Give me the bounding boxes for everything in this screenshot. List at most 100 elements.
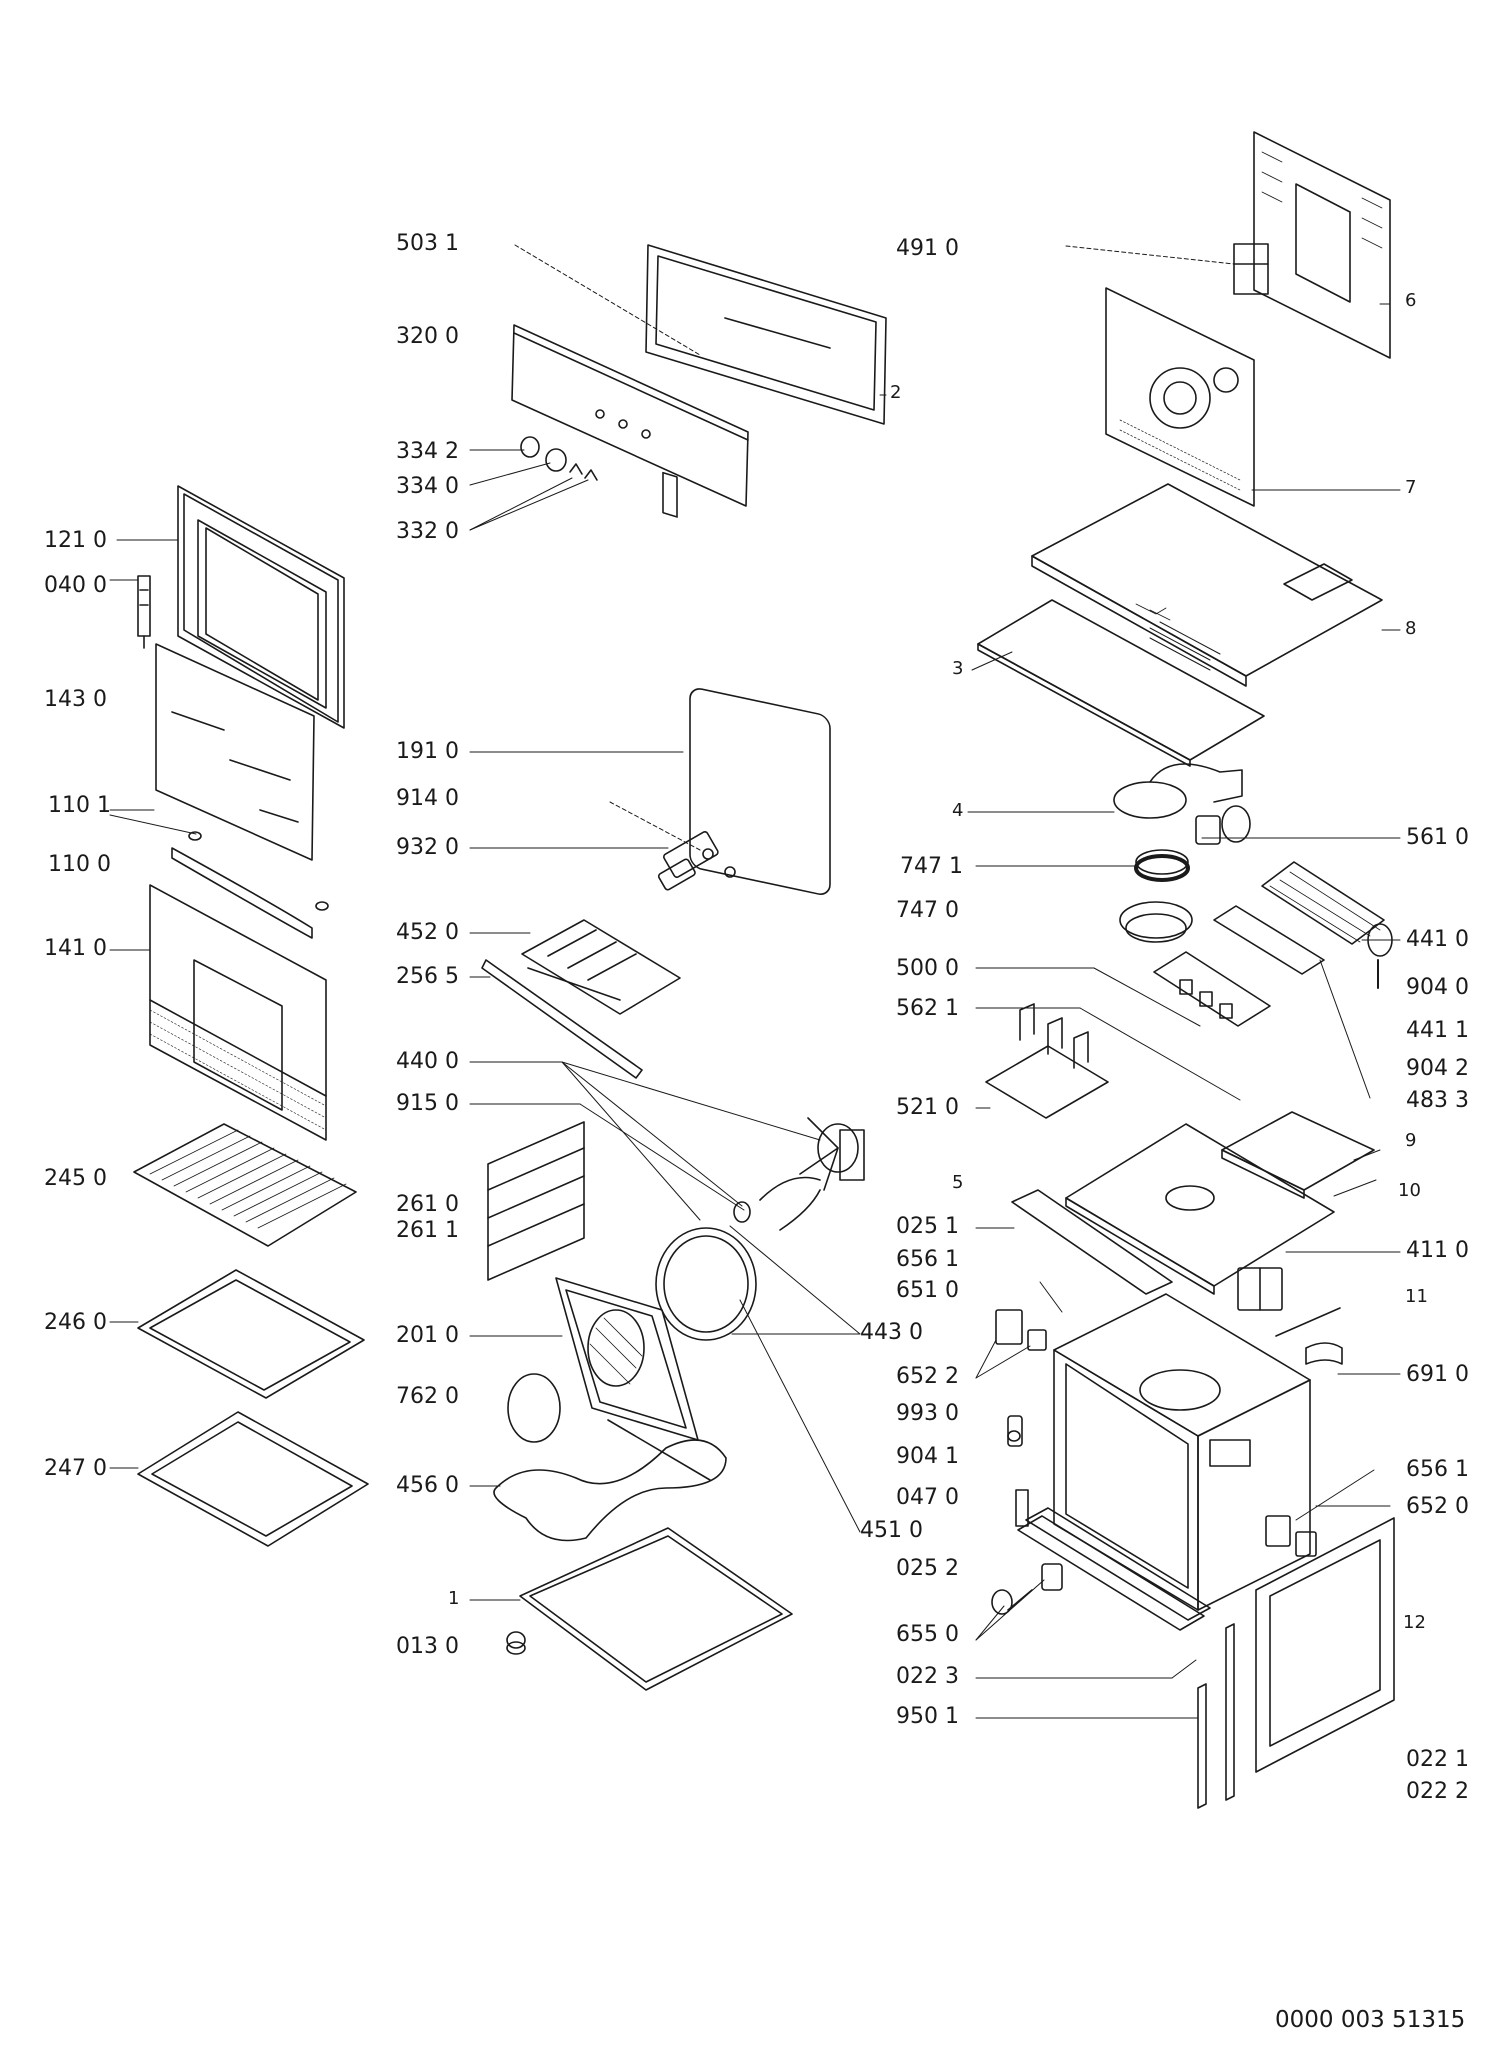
door-outer-panel xyxy=(149,884,327,1141)
label-5: 5 xyxy=(952,1172,964,1193)
label-10: 10 xyxy=(1398,1180,1421,1201)
label-491-0: 491 0 xyxy=(896,236,959,261)
door-hinge xyxy=(137,575,151,649)
label-904-0: 904 0 xyxy=(1406,975,1469,1000)
label-452-0: 452 0 xyxy=(396,920,459,945)
cavity-top-panel xyxy=(1065,1123,1335,1295)
leaders-left xyxy=(109,539,197,1469)
label-12: 12 xyxy=(1403,1612,1426,1633)
label-440-0: 440 0 xyxy=(396,1049,459,1074)
label-500-0: 500 0 xyxy=(896,956,959,981)
label-562-1: 562 1 xyxy=(896,996,959,1021)
label-950-1: 950 1 xyxy=(896,1704,959,1729)
terminal-block xyxy=(1233,243,1269,295)
document-number: 0000 003 51315 xyxy=(1275,2007,1466,2033)
leaders-center xyxy=(469,751,861,1601)
label-441-0: 441 0 xyxy=(1406,927,1469,952)
label-022-2: 022 2 xyxy=(1406,1779,1469,1804)
baking-tray xyxy=(137,1269,365,1399)
label-904-2: 904 2 xyxy=(1406,1056,1469,1081)
convection-fan xyxy=(733,1117,865,1231)
label-503-1: 503 1 xyxy=(396,231,459,256)
door-handle xyxy=(171,831,329,939)
label-652-2: 652 2 xyxy=(896,1364,959,1389)
label-914-0: 914 0 xyxy=(396,786,459,811)
label-040-0: 040 0 xyxy=(44,573,107,598)
label-320-0: 320 0 xyxy=(396,324,459,349)
fan-gasket-disc xyxy=(507,1373,561,1443)
door-inner-glass xyxy=(155,643,315,861)
label-904-1: 904 1 xyxy=(896,1444,959,1469)
label-483-3: 483 3 xyxy=(1406,1088,1469,1113)
label-022-3: 022 3 xyxy=(896,1664,959,1689)
rear-panel xyxy=(1253,131,1391,359)
oven-glass-panel xyxy=(689,688,831,895)
label-261-1: 261 1 xyxy=(396,1218,459,1243)
label-334-0: 334 0 xyxy=(396,474,459,499)
label-993-0: 993 0 xyxy=(896,1401,959,1426)
label-747-0: 747 0 xyxy=(896,898,959,923)
label-521-0: 521 0 xyxy=(896,1095,959,1120)
door-seal xyxy=(1255,1517,1395,1773)
label-655-0: 655 0 xyxy=(896,1622,959,1647)
label-334-2: 334 2 xyxy=(396,439,459,464)
label-8: 8 xyxy=(1405,618,1417,639)
switches-and-thermostats xyxy=(995,1309,1047,1527)
door-outer-frame xyxy=(177,485,345,729)
control-panel-fascia xyxy=(645,244,887,518)
label-256-5: 256 5 xyxy=(396,964,459,989)
label-110-0: 110 0 xyxy=(48,852,111,877)
label-6: 6 xyxy=(1405,290,1417,311)
leaders-right xyxy=(879,245,1401,1719)
label-013-0: 013 0 xyxy=(396,1634,459,1659)
motor-ring-parts xyxy=(1119,849,1193,943)
grill-element-assembly xyxy=(521,831,736,1015)
label-2: 2 xyxy=(890,382,902,403)
baking-pan xyxy=(137,1411,369,1547)
lower-heating-element xyxy=(493,1419,727,1542)
control-unit xyxy=(985,1003,1109,1119)
fan-cover-panel xyxy=(555,1277,699,1441)
label-411-0: 411 0 xyxy=(1406,1238,1469,1263)
label-443-0: 443 0 xyxy=(860,1320,923,1345)
cooling-fan-motor xyxy=(1113,763,1251,845)
label-656-1: 656 1 xyxy=(896,1247,959,1272)
label-4: 4 xyxy=(952,800,964,821)
label-1: 1 xyxy=(448,1588,460,1609)
label-656-1-b: 656 1 xyxy=(1406,1457,1469,1482)
circular-heater-element xyxy=(655,1227,757,1341)
label-441-1: 441 1 xyxy=(1406,1018,1469,1043)
label-691-0: 691 0 xyxy=(1406,1362,1469,1387)
label-141-0: 141 0 xyxy=(44,936,107,961)
label-915-0: 915 0 xyxy=(396,1091,459,1116)
side-trim-strips xyxy=(1197,1623,1235,1809)
label-451-0: 451 0 xyxy=(860,1518,923,1543)
cavity-side-rail xyxy=(1011,1189,1173,1295)
label-762-0: 762 0 xyxy=(396,1384,459,1409)
top-cover xyxy=(1031,483,1383,687)
temperature-probe xyxy=(991,1563,1063,1615)
oven-bottom-plate xyxy=(519,1527,793,1691)
label-561-0: 561 0 xyxy=(1406,825,1469,850)
label-247-0: 247 0 xyxy=(44,1456,107,1481)
door-lock-switch xyxy=(1265,1515,1317,1557)
label-025-2: 025 2 xyxy=(896,1556,959,1581)
label-143-0: 143 0 xyxy=(44,687,107,712)
label-9: 9 xyxy=(1405,1130,1417,1151)
fan-bracket xyxy=(1213,905,1325,975)
label-11: 11 xyxy=(1405,1286,1428,1307)
label-747-1: 747 1 xyxy=(900,854,963,879)
oven-cavity xyxy=(1053,1293,1311,1611)
label-191-0: 191 0 xyxy=(396,739,459,764)
label-652-0: 652 0 xyxy=(1406,1494,1469,1519)
label-3: 3 xyxy=(952,658,964,679)
label-245-0: 245 0 xyxy=(44,1166,107,1191)
leaders-center-top xyxy=(469,244,701,531)
knob-parts xyxy=(520,436,598,481)
label-121-0: 121 0 xyxy=(44,528,107,553)
cooling-fan-housing xyxy=(1105,287,1255,507)
heater-holder-parts xyxy=(1275,1307,1343,1365)
label-110-1: 110 1 xyxy=(48,793,111,818)
